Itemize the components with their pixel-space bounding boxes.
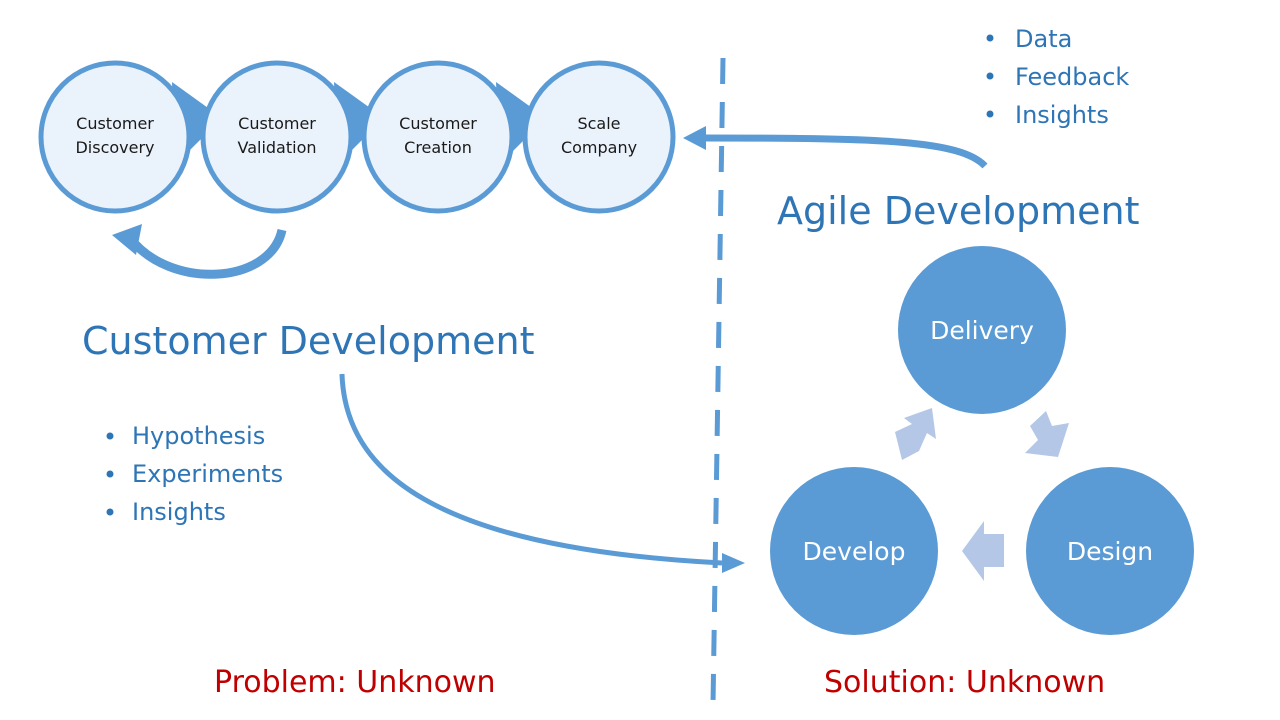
bullet-dot [106,432,114,440]
handoff-arrow [339,373,745,573]
cycle-develop: Develop [770,467,938,635]
cycle-arrows [895,408,1069,581]
cycle-arrow-design-to-develop [962,521,1004,581]
feedback-arrow [683,126,988,169]
cycle-arrow-develop-to-delivery [895,408,936,460]
step-4-line-1: Scale [577,114,620,133]
step-scale-company: Scale Company [522,60,676,214]
step-1-line-2: Discovery [75,138,154,157]
bullet-dot [106,470,114,478]
cycle-arrow-delivery-to-design [1025,411,1069,457]
loop-back-arrow [112,224,287,279]
customer-development-bullets: Hypothesis Experiments Insights [106,422,283,526]
step-customer-validation: Customer Validation [200,60,354,214]
step-customer-discovery: Customer Discovery [38,60,192,214]
step-3-line-1: Customer [399,114,477,133]
solution-label: Solution: Unknown [824,665,1105,700]
bullet-dot [106,508,114,516]
agile-bullet-2: Feedback [1015,63,1129,91]
cd-bullet-3: Insights [132,498,226,526]
agile-cycle: Delivery Design Develop [770,246,1194,635]
agile-bullet-3: Insights [1015,101,1109,129]
cycle-design: Design [1026,467,1194,635]
step-4-line-2: Company [561,138,637,157]
cycle-design-label: Design [1067,537,1153,566]
cd-bullet-1: Hypothesis [132,422,265,450]
step-customer-creation: Customer Creation [361,60,515,214]
step-2-line-2: Validation [237,138,316,157]
step-2-line-1: Customer [238,114,316,133]
cycle-delivery: Delivery [898,246,1066,414]
cycle-develop-label: Develop [803,537,906,566]
cycle-delivery-label: Delivery [930,316,1034,345]
bullet-dot [986,110,994,118]
cd-bullet-2: Experiments [132,460,283,488]
problem-label: Problem: Unknown [214,665,496,700]
agile-bullets: Data Feedback Insights [986,25,1129,129]
agile-development-title: Agile Development [777,189,1140,233]
step-1-line-1: Customer [76,114,154,133]
step-3-line-2: Creation [404,138,472,157]
customer-development-title: Customer Development [82,319,534,363]
agile-bullet-1: Data [1015,25,1072,53]
bullet-dot [986,72,994,80]
bullet-dot [986,34,994,42]
divider-line [710,57,726,706]
customer-steps: Customer Discovery Customer Validation C… [38,60,676,214]
